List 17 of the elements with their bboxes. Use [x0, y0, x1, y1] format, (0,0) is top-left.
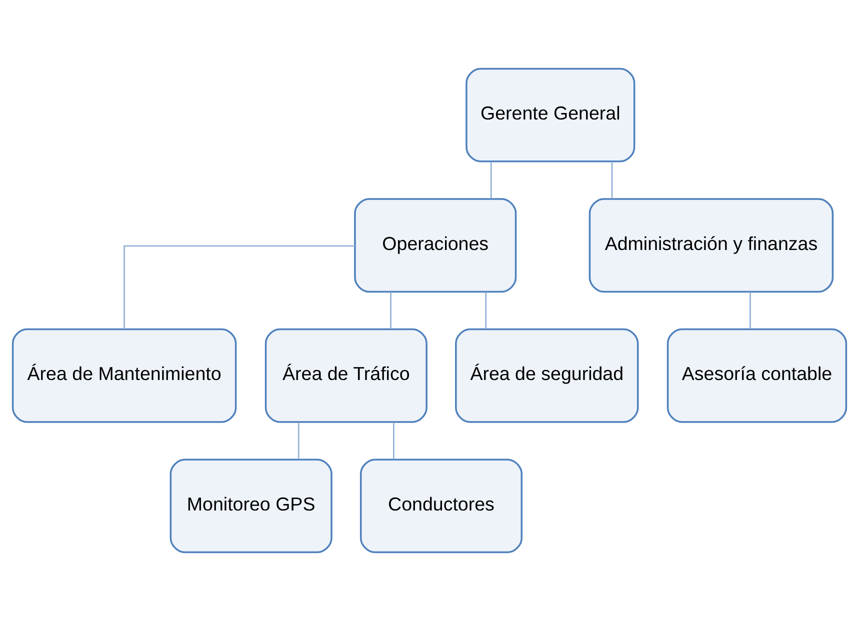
node-box: Gerente General	[466, 68, 636, 162]
node-box: Administración y finanzas	[588, 198, 834, 293]
connector	[485, 292, 487, 329]
node-box: Área de Tráfico	[264, 328, 428, 423]
node-box: Monitoreo GPS	[170, 458, 332, 554]
connector	[124, 245, 355, 330]
connector	[390, 292, 392, 329]
node-box: Operaciones	[354, 198, 517, 293]
connector	[611, 162, 613, 199]
connector	[298, 422, 300, 460]
connector	[750, 292, 751, 329]
node-box: Asesoría contable	[666, 328, 848, 423]
node-box: Conductores	[360, 458, 523, 554]
connector	[490, 162, 492, 199]
node-box: Área de Mantenimiento	[12, 328, 237, 423]
node-box: Área de seguridad	[455, 328, 639, 423]
connector	[393, 422, 394, 460]
